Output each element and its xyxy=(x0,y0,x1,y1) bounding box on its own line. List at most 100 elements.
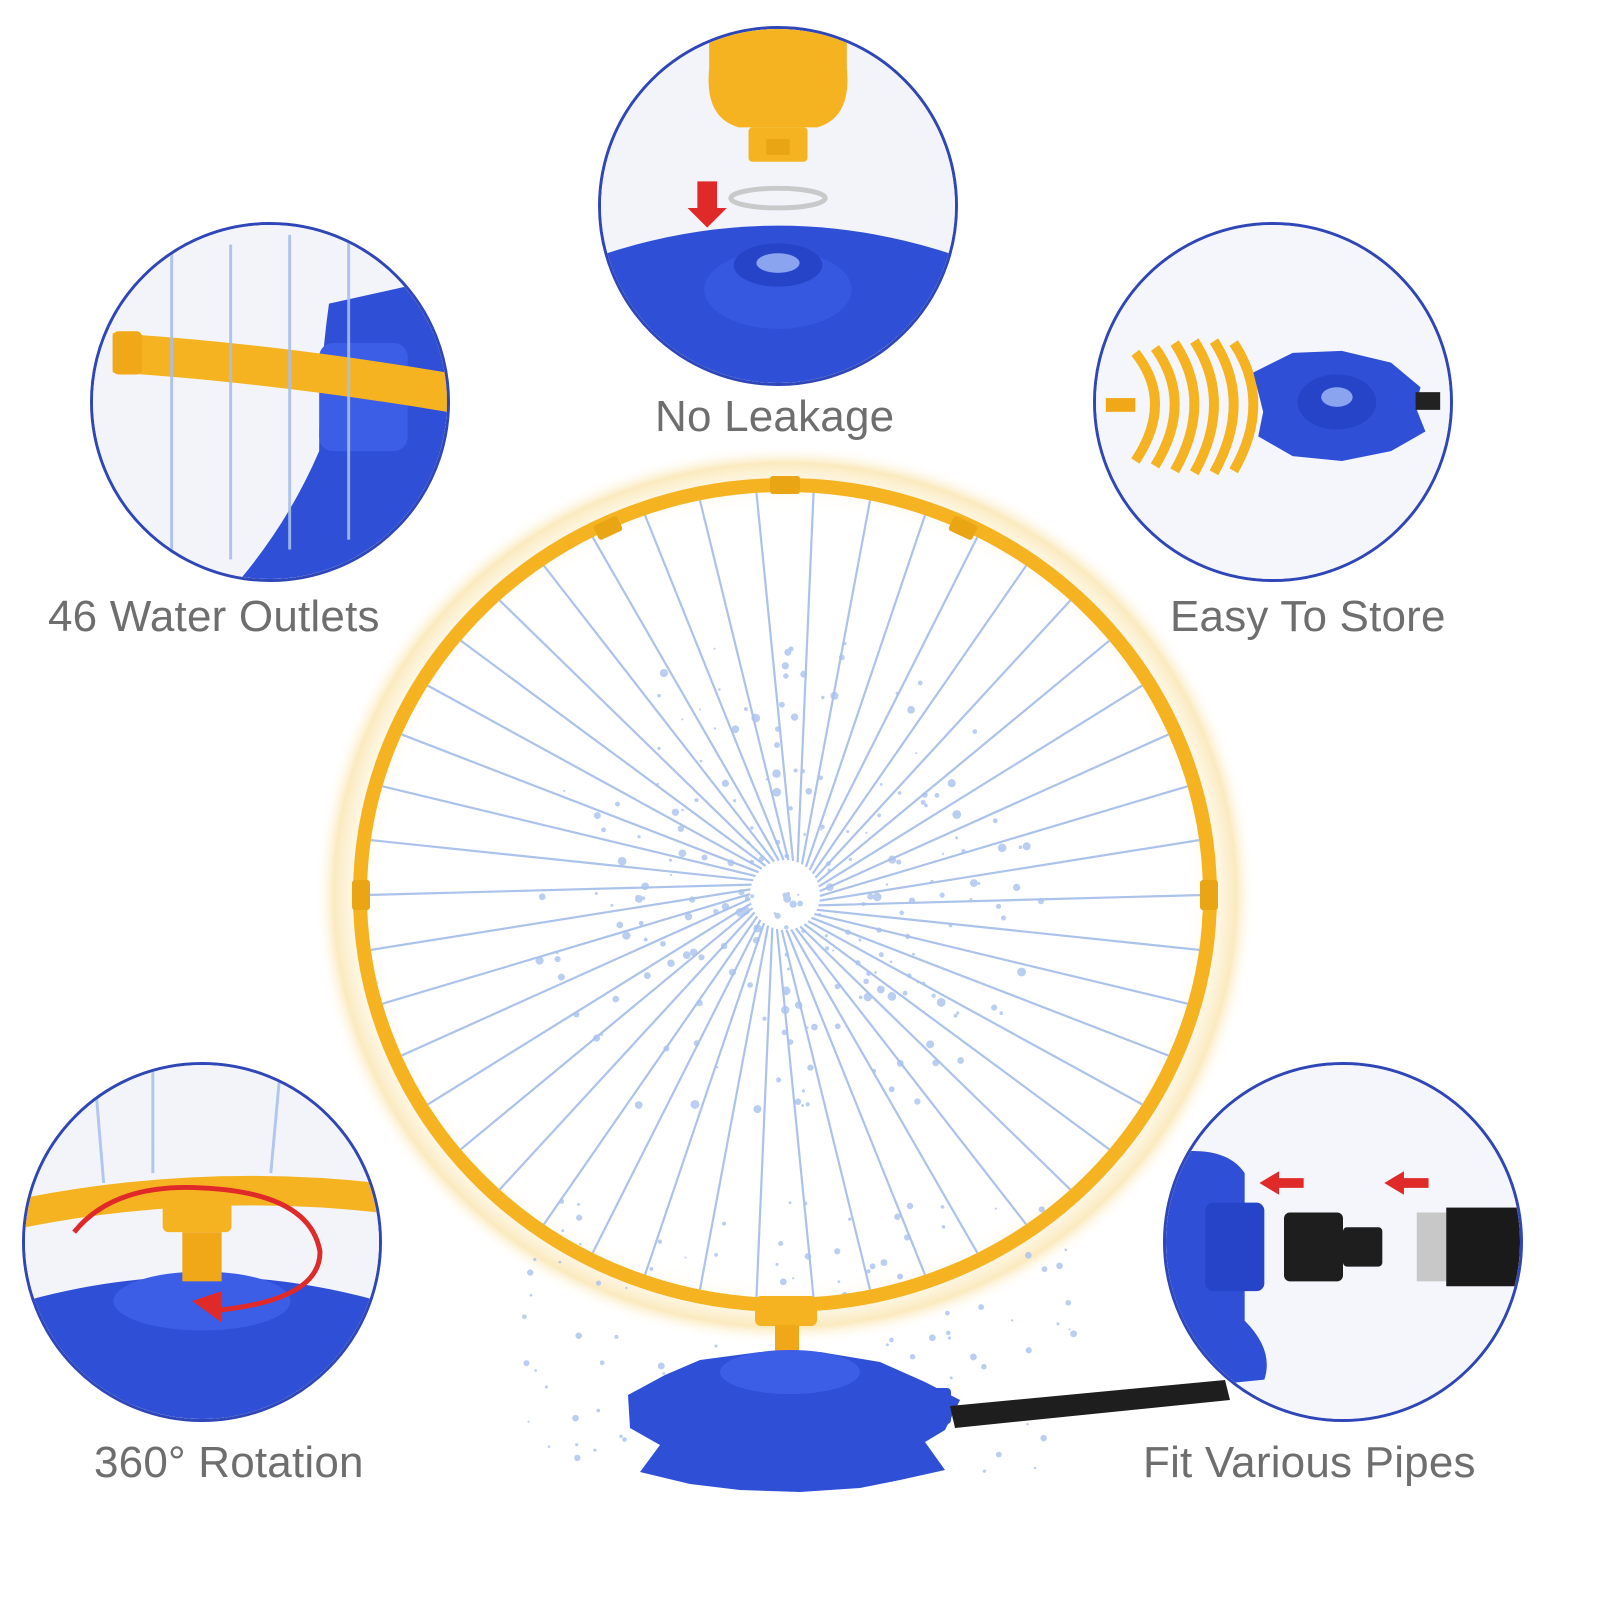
water-droplet xyxy=(879,783,883,786)
water-droplet xyxy=(878,952,884,958)
water-droplet xyxy=(593,1034,601,1042)
water-droplet xyxy=(557,973,565,981)
water-droplet xyxy=(785,891,791,897)
water-droplet xyxy=(573,1011,580,1018)
water-droplet xyxy=(826,861,831,866)
water-jet xyxy=(643,514,785,861)
water-droplet xyxy=(656,782,659,786)
water-droplet xyxy=(774,912,781,919)
water-droplet xyxy=(616,921,624,929)
water-droplet xyxy=(758,856,765,862)
water-droplet xyxy=(820,828,823,831)
water-droplet xyxy=(750,894,755,899)
water-droplet xyxy=(818,775,824,781)
water-jet xyxy=(807,920,1143,1106)
water-droplet xyxy=(784,648,792,656)
water-droplet xyxy=(558,1260,562,1264)
water-droplet xyxy=(866,970,872,976)
folded-ring-icon xyxy=(1096,225,1450,579)
feature-fit-pipes-circle xyxy=(1163,1062,1523,1422)
water-droplet xyxy=(775,726,781,732)
hose-connector-icon xyxy=(1166,1065,1520,1419)
water-droplet xyxy=(778,701,785,708)
water-droplet xyxy=(677,825,685,832)
water-droplet xyxy=(544,1385,548,1389)
water-droplet xyxy=(638,920,644,926)
water-droplet xyxy=(915,752,918,755)
water-jet xyxy=(811,916,1169,1057)
water-droplet xyxy=(885,883,889,886)
water-droplet xyxy=(731,725,740,734)
water-droplet xyxy=(718,688,721,691)
water-droplet xyxy=(992,818,998,824)
water-droplet xyxy=(926,1040,935,1049)
water-droplet xyxy=(914,1098,921,1105)
water-droplet xyxy=(746,840,750,845)
water-droplet xyxy=(529,1293,533,1297)
water-droplet xyxy=(945,1310,950,1316)
water-droplet xyxy=(775,839,781,846)
water-droplet xyxy=(797,1003,803,1009)
water-droplet xyxy=(538,893,546,901)
water-droplet xyxy=(902,990,908,996)
water-droplet xyxy=(955,836,959,840)
water-droplet xyxy=(595,1280,602,1286)
water-droplet xyxy=(855,960,861,966)
water-droplet xyxy=(946,1330,951,1336)
water-droplet xyxy=(899,910,904,916)
water-droplet xyxy=(1056,1322,1060,1326)
water-droplet xyxy=(1064,1248,1068,1252)
water-droplet xyxy=(810,1023,818,1031)
water-droplet xyxy=(953,1013,958,1018)
water-jet xyxy=(643,922,766,1276)
water-jet xyxy=(382,893,751,1005)
caption-rotation: 360° Rotation xyxy=(94,1438,364,1487)
water-droplet xyxy=(614,801,620,807)
caption-water-outlets: 46 Water Outlets xyxy=(48,592,380,641)
water-droplet xyxy=(834,1248,841,1255)
water-droplet xyxy=(982,1469,986,1473)
feature-rotation-circle xyxy=(22,1062,382,1422)
water-droplet xyxy=(876,927,882,933)
water-droplet xyxy=(834,1023,841,1030)
sprinkler-base xyxy=(628,1352,960,1492)
water-droplet xyxy=(805,787,813,795)
water-droplet xyxy=(830,691,839,700)
water-droplet xyxy=(781,662,789,670)
water-droplet xyxy=(858,995,863,1000)
water-droplet xyxy=(961,848,966,854)
water-droplet xyxy=(641,882,649,891)
water-droplet xyxy=(805,1102,810,1107)
water-droplet xyxy=(619,1434,623,1439)
water-droplet xyxy=(792,1277,795,1280)
water-jet xyxy=(382,785,756,878)
water-jet xyxy=(799,925,1072,1191)
water-droplet xyxy=(727,859,735,867)
water-droplet xyxy=(721,779,730,787)
water-jet xyxy=(755,927,774,1298)
water-droplet xyxy=(929,1334,936,1342)
water-droplet xyxy=(698,954,705,961)
water-droplet xyxy=(671,808,680,816)
water-jet xyxy=(498,599,771,865)
water-droplet xyxy=(957,1057,964,1064)
water-droplet xyxy=(634,1101,643,1109)
water-droplet xyxy=(824,934,829,938)
water-jet xyxy=(811,565,1027,875)
water-droplet xyxy=(896,859,902,865)
water-droplet xyxy=(1038,1206,1045,1213)
water-droplet xyxy=(921,981,926,986)
water-droplet xyxy=(1025,1347,1032,1354)
water-droplet xyxy=(681,718,684,721)
water-jet xyxy=(401,733,759,874)
water-jet xyxy=(460,639,767,867)
water-droplet xyxy=(846,830,850,834)
water-droplet xyxy=(872,892,882,902)
water-jet xyxy=(755,492,795,862)
water-droplet xyxy=(784,853,790,859)
water-droplet xyxy=(991,1004,998,1011)
water-droplet xyxy=(593,812,601,819)
water-droplet xyxy=(866,1269,871,1274)
water-droplet xyxy=(657,746,661,751)
